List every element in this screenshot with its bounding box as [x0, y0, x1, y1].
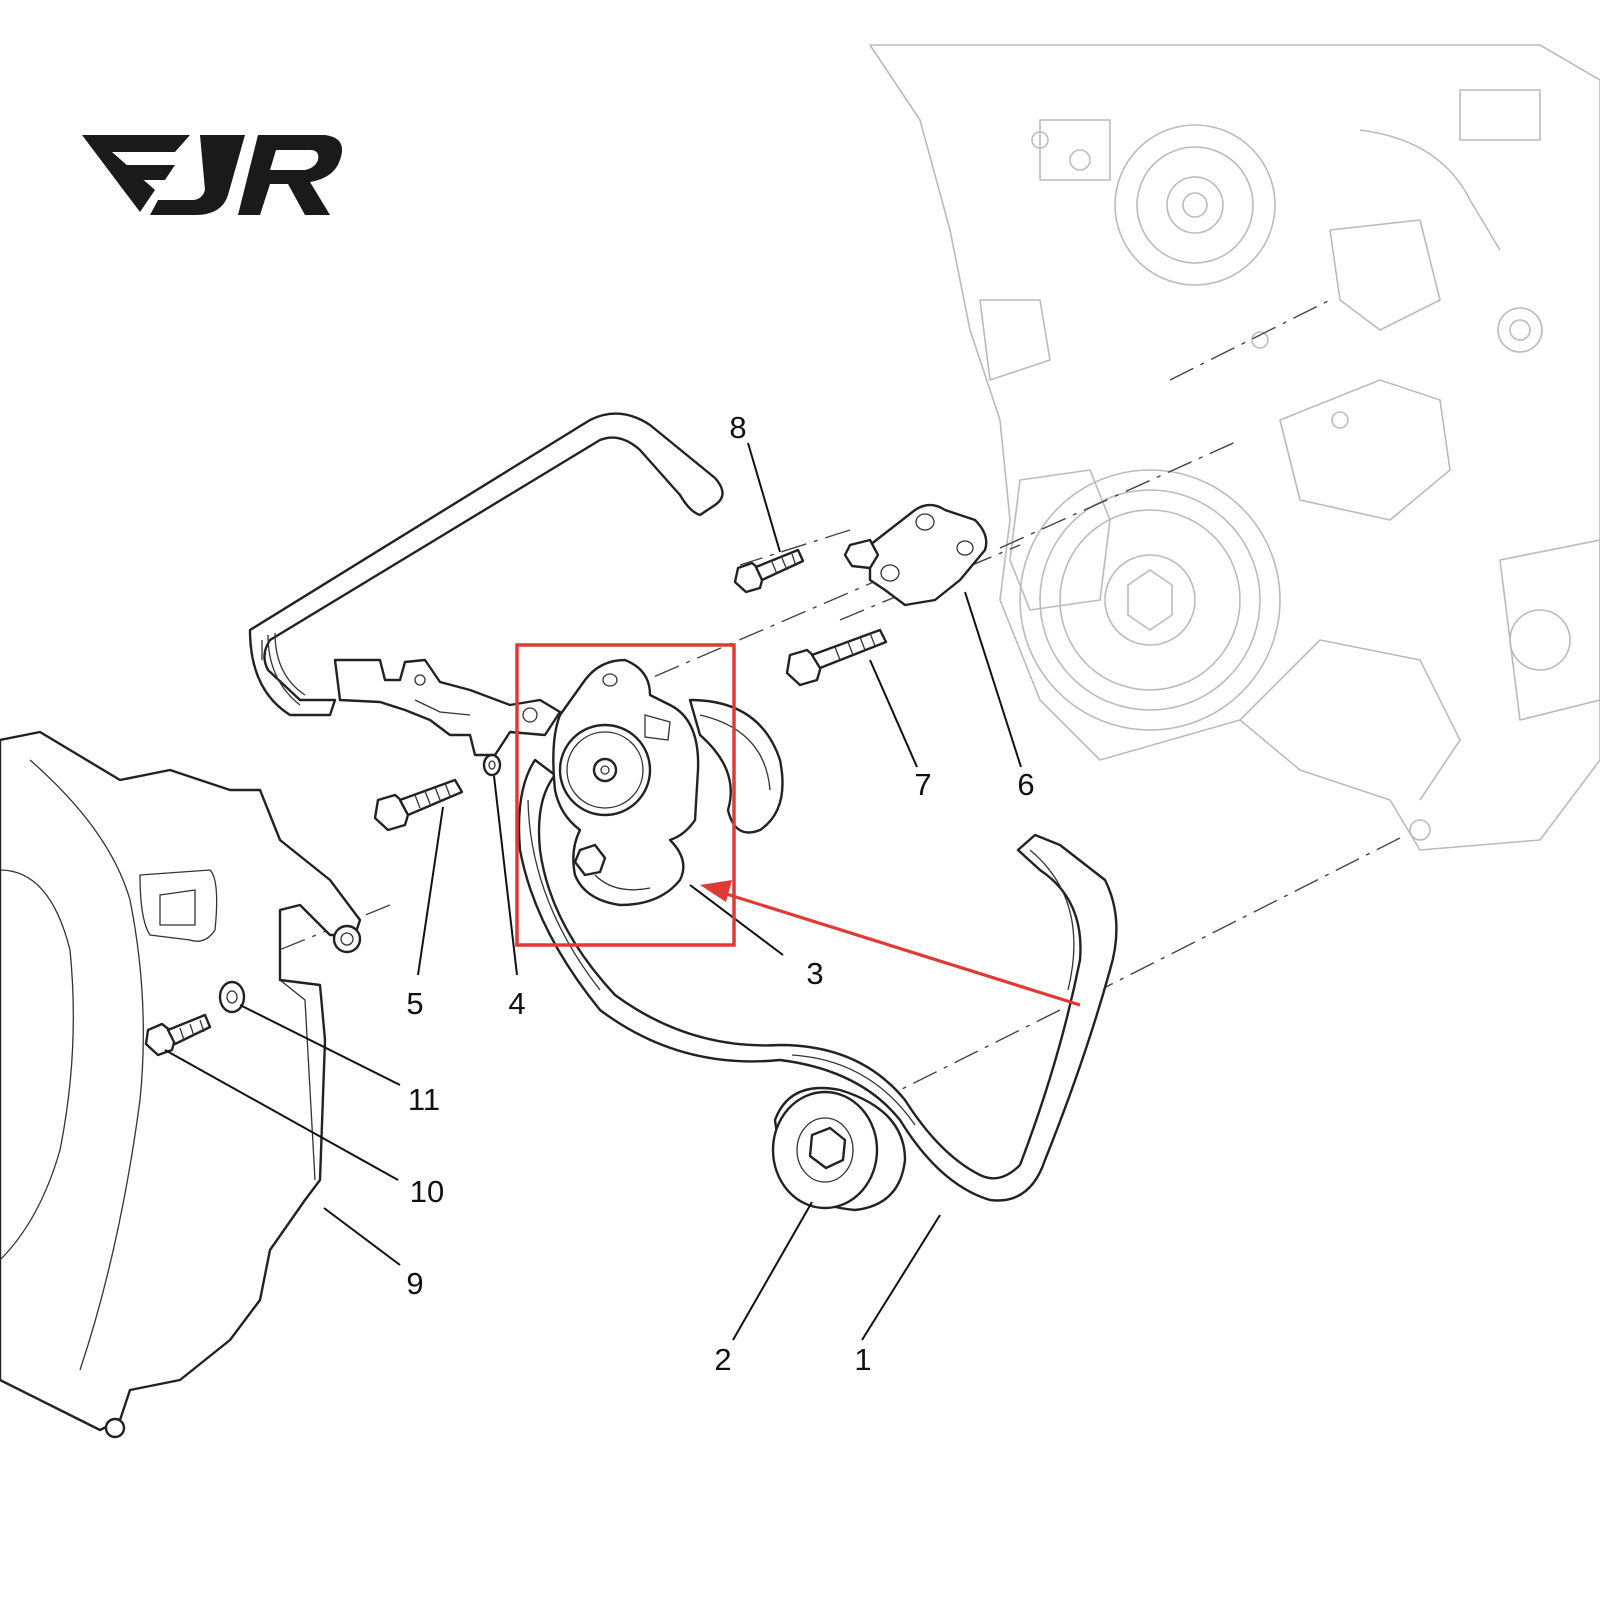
washer-icon [482, 753, 502, 777]
callout-8: 8 [729, 410, 746, 445]
callout-5: 5 [406, 986, 423, 1021]
bolt-icon [785, 628, 888, 687]
washer-icon [218, 980, 246, 1014]
drive-belt-icon [248, 412, 724, 717]
engine-block-icon [869, 44, 1600, 851]
tensioner-belt [688, 698, 784, 834]
callout-6: 6 [1017, 767, 1034, 802]
callout-1: 1 [854, 1342, 871, 1377]
bolt-icon [373, 778, 464, 832]
lower-belt [517, 758, 1118, 1202]
arrow-icon [700, 880, 1081, 1007]
callout-11: 11 [408, 1082, 440, 1117]
callout-3: 3 [806, 956, 823, 991]
callout-2: 2 [714, 1342, 731, 1377]
callout-4: 4 [508, 986, 525, 1021]
logo-icon [82, 135, 343, 215]
belt-tensioner-icon [552, 658, 700, 907]
mount-bracket-icon [843, 503, 988, 607]
tensioner-highlight-box [515, 643, 736, 947]
cover-icon [0, 730, 362, 1439]
callout-10: 10 [410, 1174, 444, 1209]
bolt-icon [733, 548, 805, 594]
callout-7: 7 [914, 767, 931, 802]
bolt-icon [144, 1013, 212, 1057]
highlight-box [515, 643, 736, 947]
callout-9: 9 [406, 1266, 423, 1301]
bracket-icon [333, 658, 562, 757]
idler-pulley-icon [771, 1086, 907, 1212]
leader-lines [164, 442, 1022, 1341]
callouts: 1 2 3 4 5 6 7 8 9 10 11 [406, 410, 1034, 1377]
